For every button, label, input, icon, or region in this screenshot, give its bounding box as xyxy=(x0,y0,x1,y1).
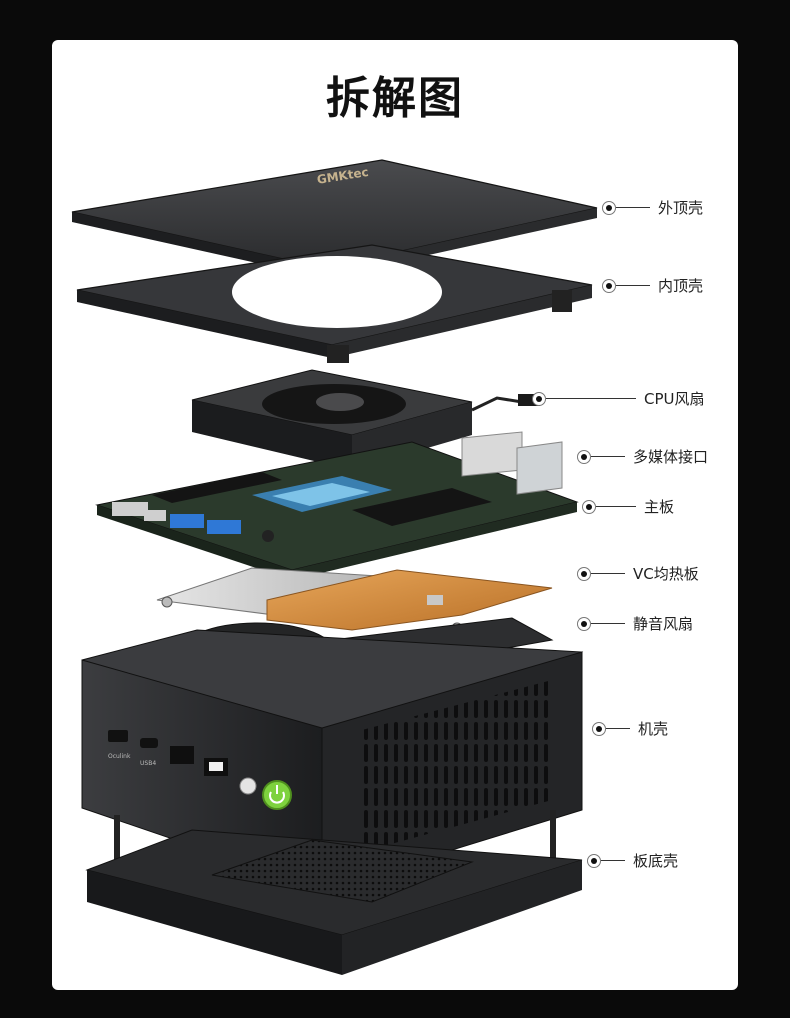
callout-dot xyxy=(582,500,596,514)
callout-label: 机壳 xyxy=(638,720,669,738)
mainboard-graphic xyxy=(95,431,579,580)
callout-label: 多媒体接口 xyxy=(633,448,709,466)
callout-line xyxy=(591,623,625,624)
callout-dot xyxy=(602,279,616,293)
callout-line xyxy=(601,860,625,861)
front-port-label-usb4: USB4 xyxy=(140,760,156,767)
callout-label: 内顶壳 xyxy=(658,277,704,295)
callout-line xyxy=(546,398,636,399)
callout-dot xyxy=(587,854,601,868)
page-title: 拆解图 xyxy=(326,73,464,124)
callout-dot xyxy=(577,567,591,581)
vc-heatsink-graphic xyxy=(156,567,553,634)
bottom-shell-graphic xyxy=(85,829,583,975)
callout-line xyxy=(616,207,650,208)
callout-label: 静音风扇 xyxy=(633,615,694,633)
callout-line xyxy=(606,728,630,729)
callout-line xyxy=(616,285,650,286)
callout-label: 板底壳 xyxy=(633,852,679,870)
callout-label: 主板 xyxy=(644,498,675,516)
callout-label: CPU风扇 xyxy=(644,390,705,408)
callout-label: 外顶壳 xyxy=(658,199,704,217)
chassis-graphic: Oculink USB4 xyxy=(81,629,584,891)
callout-dot xyxy=(592,722,606,736)
callout-line xyxy=(596,506,636,507)
exploded-view-illustration: GMKtec xyxy=(71,159,598,975)
content-card: 拆解图 GMKtec xyxy=(52,40,738,990)
inner-top-shell-graphic xyxy=(76,244,593,363)
callout-dot xyxy=(577,450,591,464)
callout-line xyxy=(591,456,625,457)
callout-label: VC均热板 xyxy=(633,565,699,583)
callout-line xyxy=(591,573,625,574)
callout-dot xyxy=(532,392,546,406)
callout-dot xyxy=(602,201,616,215)
callout-dot xyxy=(577,617,591,631)
front-port-label-oculink: Oculink xyxy=(108,753,131,760)
